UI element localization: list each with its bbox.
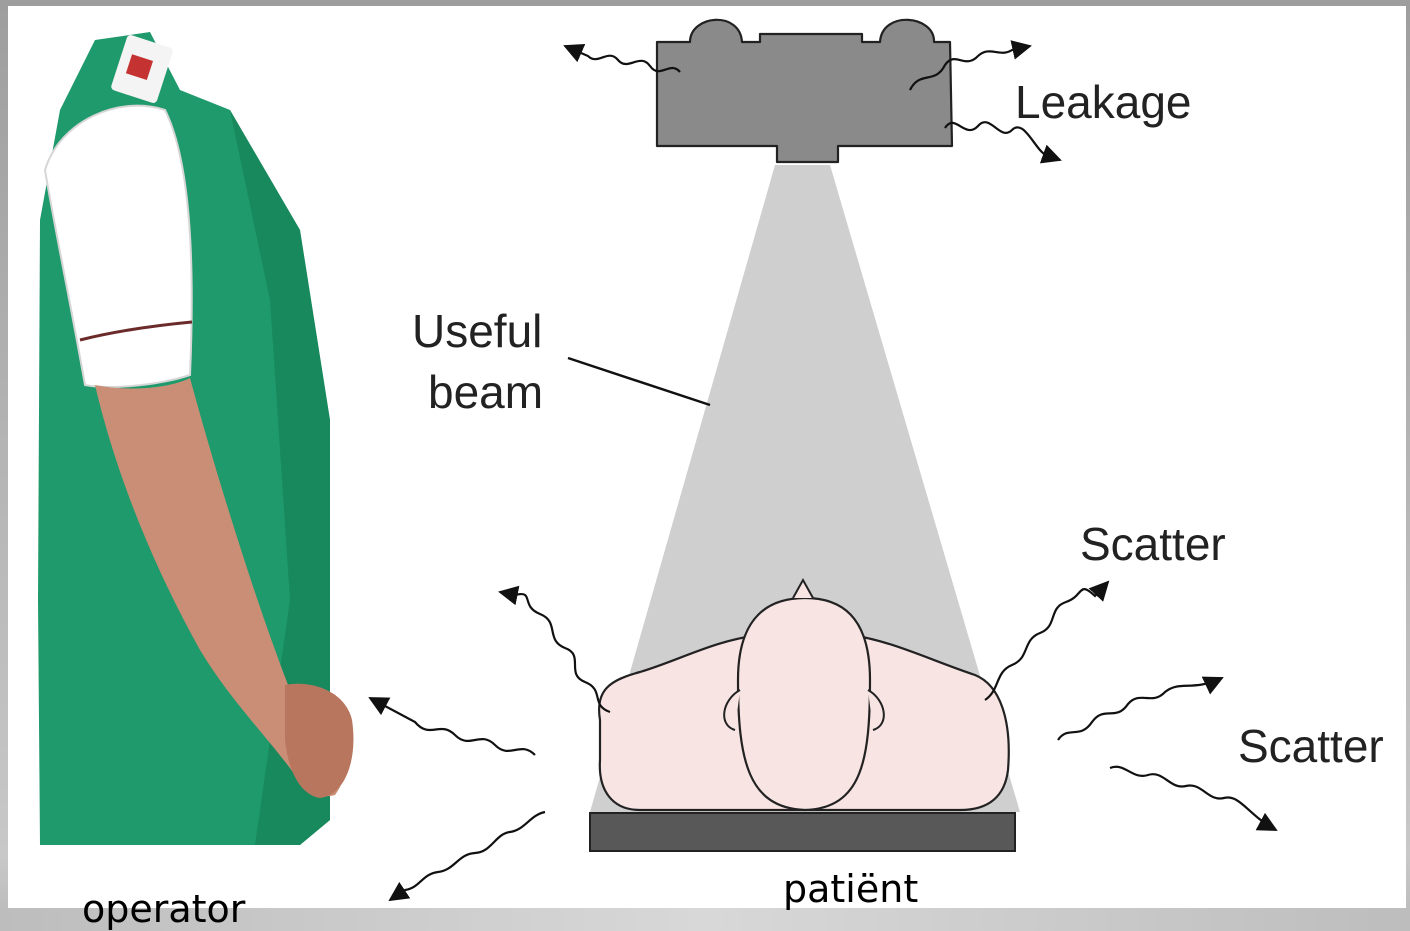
- label-useful-beam-line2: beam: [428, 366, 543, 418]
- scatter-arrow-left: [370, 698, 535, 755]
- patient-head: [738, 598, 870, 810]
- label-useful-beam-line1: Useful: [412, 305, 542, 357]
- label-patient: patiënt: [783, 867, 918, 911]
- scatter-arrow-up-right: [985, 582, 1108, 700]
- useful-beam-pointer: [568, 358, 710, 405]
- label-operator: operator: [82, 887, 246, 931]
- operator-figure: [38, 32, 353, 845]
- label-scatter-upper: Scatter: [1080, 518, 1226, 570]
- label-leakage: Leakage: [1015, 76, 1192, 128]
- patient-table: [590, 813, 1015, 851]
- scatter-arrow-right: [1058, 678, 1222, 740]
- scatter-arrow-down-left: [390, 812, 545, 900]
- label-scatter-lower: Scatter: [1238, 720, 1384, 772]
- xray-tube-icon: [657, 20, 952, 162]
- scatter-arrow-up-left: [500, 592, 610, 712]
- scatter-arrow-down-right: [1110, 767, 1276, 830]
